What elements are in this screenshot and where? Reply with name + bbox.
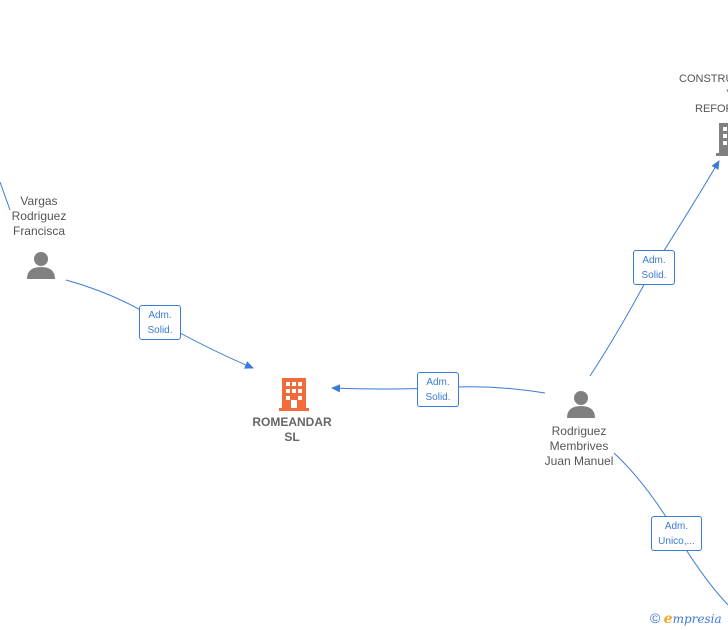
edge-label-line: Adm. bbox=[426, 377, 450, 388]
person-name-line: Francisca bbox=[12, 224, 65, 238]
person-name-line: Juan Manuel bbox=[544, 454, 614, 468]
company-label-construcciones[interactable]: CONSTRU Y REFOR bbox=[676, 72, 728, 117]
company-name-line: SL bbox=[284, 430, 300, 444]
person-icon[interactable] bbox=[26, 250, 56, 280]
person-icon[interactable] bbox=[566, 389, 596, 419]
brand-initial: e bbox=[663, 611, 673, 627]
edge-label-rodriguez-romeandar[interactable]: Adm. Solid. bbox=[417, 372, 459, 407]
copyright-icon: © bbox=[650, 610, 661, 626]
edge-label-line: Adm. bbox=[642, 255, 666, 266]
empresia-watermark: © empresia bbox=[650, 610, 722, 628]
company-name-line: REFOR bbox=[695, 103, 728, 115]
edge-label-line: Adm. bbox=[148, 310, 172, 321]
person-name-line: Membrives bbox=[549, 439, 609, 453]
person-name-line: Rodriguez bbox=[11, 209, 67, 223]
company-name-line: CONSTRU bbox=[679, 73, 728, 85]
company-label-romeandar[interactable]: ROMEANDAR SL bbox=[242, 415, 342, 445]
edge-label-rodriguez-offscreen[interactable]: Adm. Unico,... bbox=[651, 516, 702, 551]
company-name-line: Y bbox=[676, 87, 728, 102]
edge-vargas-left-offscreen bbox=[0, 181, 11, 211]
building-icon[interactable] bbox=[279, 377, 309, 411]
edge-label-line: Unico,... bbox=[658, 536, 695, 547]
building-icon[interactable] bbox=[716, 122, 728, 156]
edge-label-line: Adm. bbox=[664, 521, 689, 532]
person-name-line: Vargas bbox=[20, 194, 58, 208]
person-name-line: Rodriguez bbox=[551, 424, 607, 438]
edge-label-vargas-romeandar[interactable]: Adm. Solid. bbox=[139, 305, 181, 340]
brand-name: mpresia bbox=[672, 612, 722, 626]
person-label-vargas[interactable]: Vargas Rodriguez Francisca bbox=[0, 194, 78, 239]
company-name-line: ROMEANDAR bbox=[252, 415, 332, 429]
edge-label-rodriguez-construcciones[interactable]: Adm. Solid. bbox=[633, 250, 675, 285]
edge-label-line: Solid. bbox=[641, 270, 667, 281]
person-label-rodriguez[interactable]: Rodriguez Membrives Juan Manuel bbox=[533, 424, 625, 469]
edge-label-line: Solid. bbox=[425, 392, 451, 403]
edge-label-line: Solid. bbox=[147, 325, 173, 336]
